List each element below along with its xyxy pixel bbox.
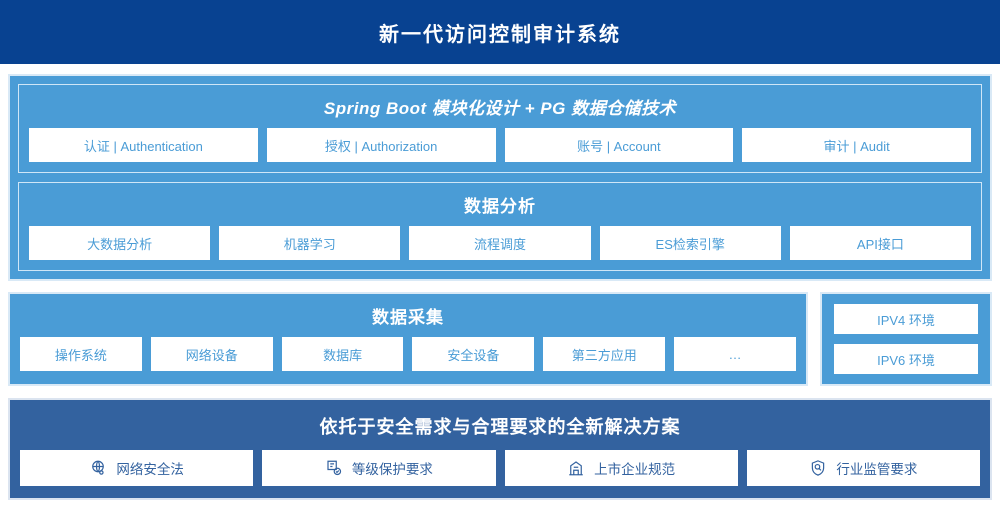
environment-chip-label: IPV6 环境	[877, 352, 935, 368]
module-chip-authentication[interactable]: 认证 | Authentication	[29, 128, 258, 162]
page-header: 新一代访问控制审计系统	[0, 0, 1000, 64]
analysis-panel: 数据分析 大数据分析 机器学习 流程调度 ES检索引擎 API接口	[18, 182, 982, 271]
page-title: 新一代访问控制审计系统	[379, 23, 621, 46]
collection-chip-label: …	[728, 346, 742, 362]
analysis-chip-label: 流程调度	[474, 236, 527, 252]
collection-chip-database[interactable]: 数据库	[281, 337, 404, 371]
collection-chip-third-party-app[interactable]: 第三方应用	[543, 337, 666, 371]
modules-panel: Spring Boot 模块化设计 + PG 数据仓储技术 认证 | Authe…	[18, 84, 982, 173]
collection-chip-label: 网络设备	[185, 347, 238, 363]
compliance-chip-grade-protection[interactable]: 等级保护要求	[262, 450, 496, 486]
analysis-title: 数据分析	[464, 197, 536, 216]
collection-chip-more[interactable]: …	[674, 337, 796, 371]
module-chip-label: 审计 | Audit	[823, 138, 890, 154]
shield-search-icon	[809, 459, 827, 477]
analysis-chip-label: API接口	[856, 236, 904, 252]
compliance-chip-listed-company[interactable]: 上市企业规范	[504, 450, 738, 486]
collection-chip-label: 第三方应用	[571, 347, 637, 363]
analysis-chip-bigdata[interactable]: 大数据分析	[29, 226, 211, 260]
analysis-chip-api[interactable]: API接口	[789, 226, 972, 260]
compliance-chip-label: 等级保护要求	[351, 462, 433, 477]
environment-chip-label: IPV4 环境	[877, 312, 935, 328]
environment-chip-ipv4[interactable]: IPV4 环境	[834, 304, 978, 334]
collection-chip-label: 安全设备	[447, 347, 500, 363]
analysis-chip-process-scheduling[interactable]: 流程调度	[409, 226, 591, 260]
collection-chip-security-device[interactable]: 安全设备	[412, 337, 535, 371]
document-check-icon	[325, 459, 343, 477]
collection-chip-os[interactable]: 操作系统	[20, 337, 142, 371]
collection-title: 数据采集	[372, 308, 444, 327]
environment-chip-ipv6[interactable]: IPV6 环境	[834, 344, 978, 374]
compliance-chip-label: 网络安全法	[116, 462, 184, 477]
collection-chip-label: 数据库	[323, 347, 363, 363]
architecture-panel: Spring Boot 模块化设计 + PG 数据仓储技术 认证 | Authe…	[8, 74, 992, 281]
compliance-panel: 依托于安全需求与合理要求的全新解决方案 网络安全法	[8, 398, 992, 500]
analysis-chip-label: ES检索引擎	[655, 236, 725, 252]
compliance-chip-industry-supervision[interactable]: 行业监管要求	[746, 450, 980, 486]
collection-chip-label: 操作系统	[54, 347, 107, 363]
environment-panel: IPV4 环境 IPV6 环境	[820, 292, 992, 386]
collection-row: 数据采集 操作系统 网络设备 数据库 安全设备 第三方应用 …	[8, 292, 992, 386]
compliance-chip-label: 行业监管要求	[836, 462, 918, 477]
modules-title: Spring Boot 模块化设计 + PG 数据仓储技术	[323, 99, 677, 118]
analysis-chip-row: 大数据分析 机器学习 流程调度 ES检索引擎 API接口	[29, 226, 972, 260]
module-chip-label: 授权 | Authorization	[324, 138, 438, 154]
module-chip-label: 认证 | Authentication	[83, 138, 203, 154]
module-chip-authorization[interactable]: 授权 | Authorization	[266, 128, 496, 162]
module-chip-label: 账号 | Account	[577, 138, 661, 154]
collection-chip-network-device[interactable]: 网络设备	[150, 337, 273, 371]
module-chip-audit[interactable]: 审计 | Audit	[742, 128, 971, 162]
module-chip-account[interactable]: 账号 | Account	[504, 128, 734, 162]
collection-panel: 数据采集 操作系统 网络设备 数据库 安全设备 第三方应用 …	[8, 292, 808, 386]
compliance-title: 依托于安全需求与合理要求的全新解决方案	[319, 417, 681, 437]
compliance-chip-row: 网络安全法 等级保护要求	[20, 450, 980, 486]
analysis-chip-es-search[interactable]: ES检索引擎	[599, 226, 781, 260]
analysis-chip-label: 大数据分析	[87, 236, 153, 252]
compliance-chip-label: 上市企业规范	[594, 462, 676, 477]
globe-network-icon	[89, 459, 107, 477]
collection-chip-row: 操作系统 网络设备 数据库 安全设备 第三方应用 …	[20, 337, 796, 371]
analysis-chip-machine-learning[interactable]: 机器学习	[219, 226, 401, 260]
bank-building-icon	[567, 459, 585, 477]
compliance-chip-cybersecurity-law[interactable]: 网络安全法	[20, 450, 254, 486]
modules-chip-row: 认证 | Authentication 授权 | Authorization 账…	[29, 128, 971, 162]
analysis-chip-label: 机器学习	[283, 236, 336, 252]
